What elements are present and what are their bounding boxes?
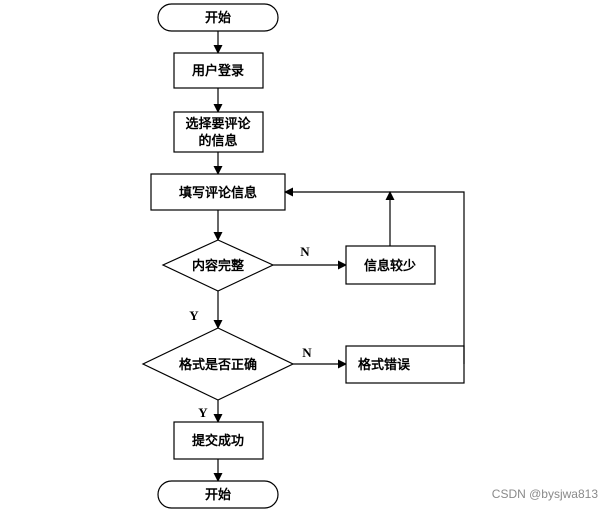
start-label: 开始: [205, 10, 231, 26]
end-node: 开始: [157, 480, 279, 509]
watermark-text: CSDN @bysjwa813: [492, 487, 599, 501]
yes-label-2: Y: [198, 405, 208, 420]
little-info-node: 信息较少: [345, 245, 436, 285]
format-check-label: 格式是否正确: [179, 357, 257, 373]
submit-label: 提交成功: [192, 433, 244, 449]
format-error-node: 格式错误: [345, 345, 465, 384]
little-info-label: 信息较少: [364, 258, 416, 274]
complete-decision: 内容完整: [161, 239, 275, 292]
no-label-1: N: [300, 244, 310, 259]
login-label: 用户登录: [191, 63, 244, 79]
complete-label: 内容完整: [192, 258, 245, 274]
format-decision: 格式是否正确: [141, 327, 295, 401]
yes-label-1: Y: [189, 308, 199, 323]
end-label: 开始: [205, 487, 231, 503]
select-node: 选择要评论 的信息: [173, 111, 264, 153]
start-node: 开始: [157, 3, 279, 32]
no-label-2: N: [302, 345, 312, 360]
fill-label: 填写评论信息: [179, 185, 257, 201]
select-label-line2: 的信息: [198, 133, 237, 149]
format-error-label: 格式错误: [358, 357, 411, 373]
login-node: 用户登录: [173, 52, 264, 89]
select-label-line1: 选择要评论: [185, 116, 251, 132]
fill-node: 填写评论信息: [150, 173, 286, 211]
arrow-error-loop-to-fill: [284, 187, 465, 364]
submit-node: 提交成功: [173, 421, 264, 460]
